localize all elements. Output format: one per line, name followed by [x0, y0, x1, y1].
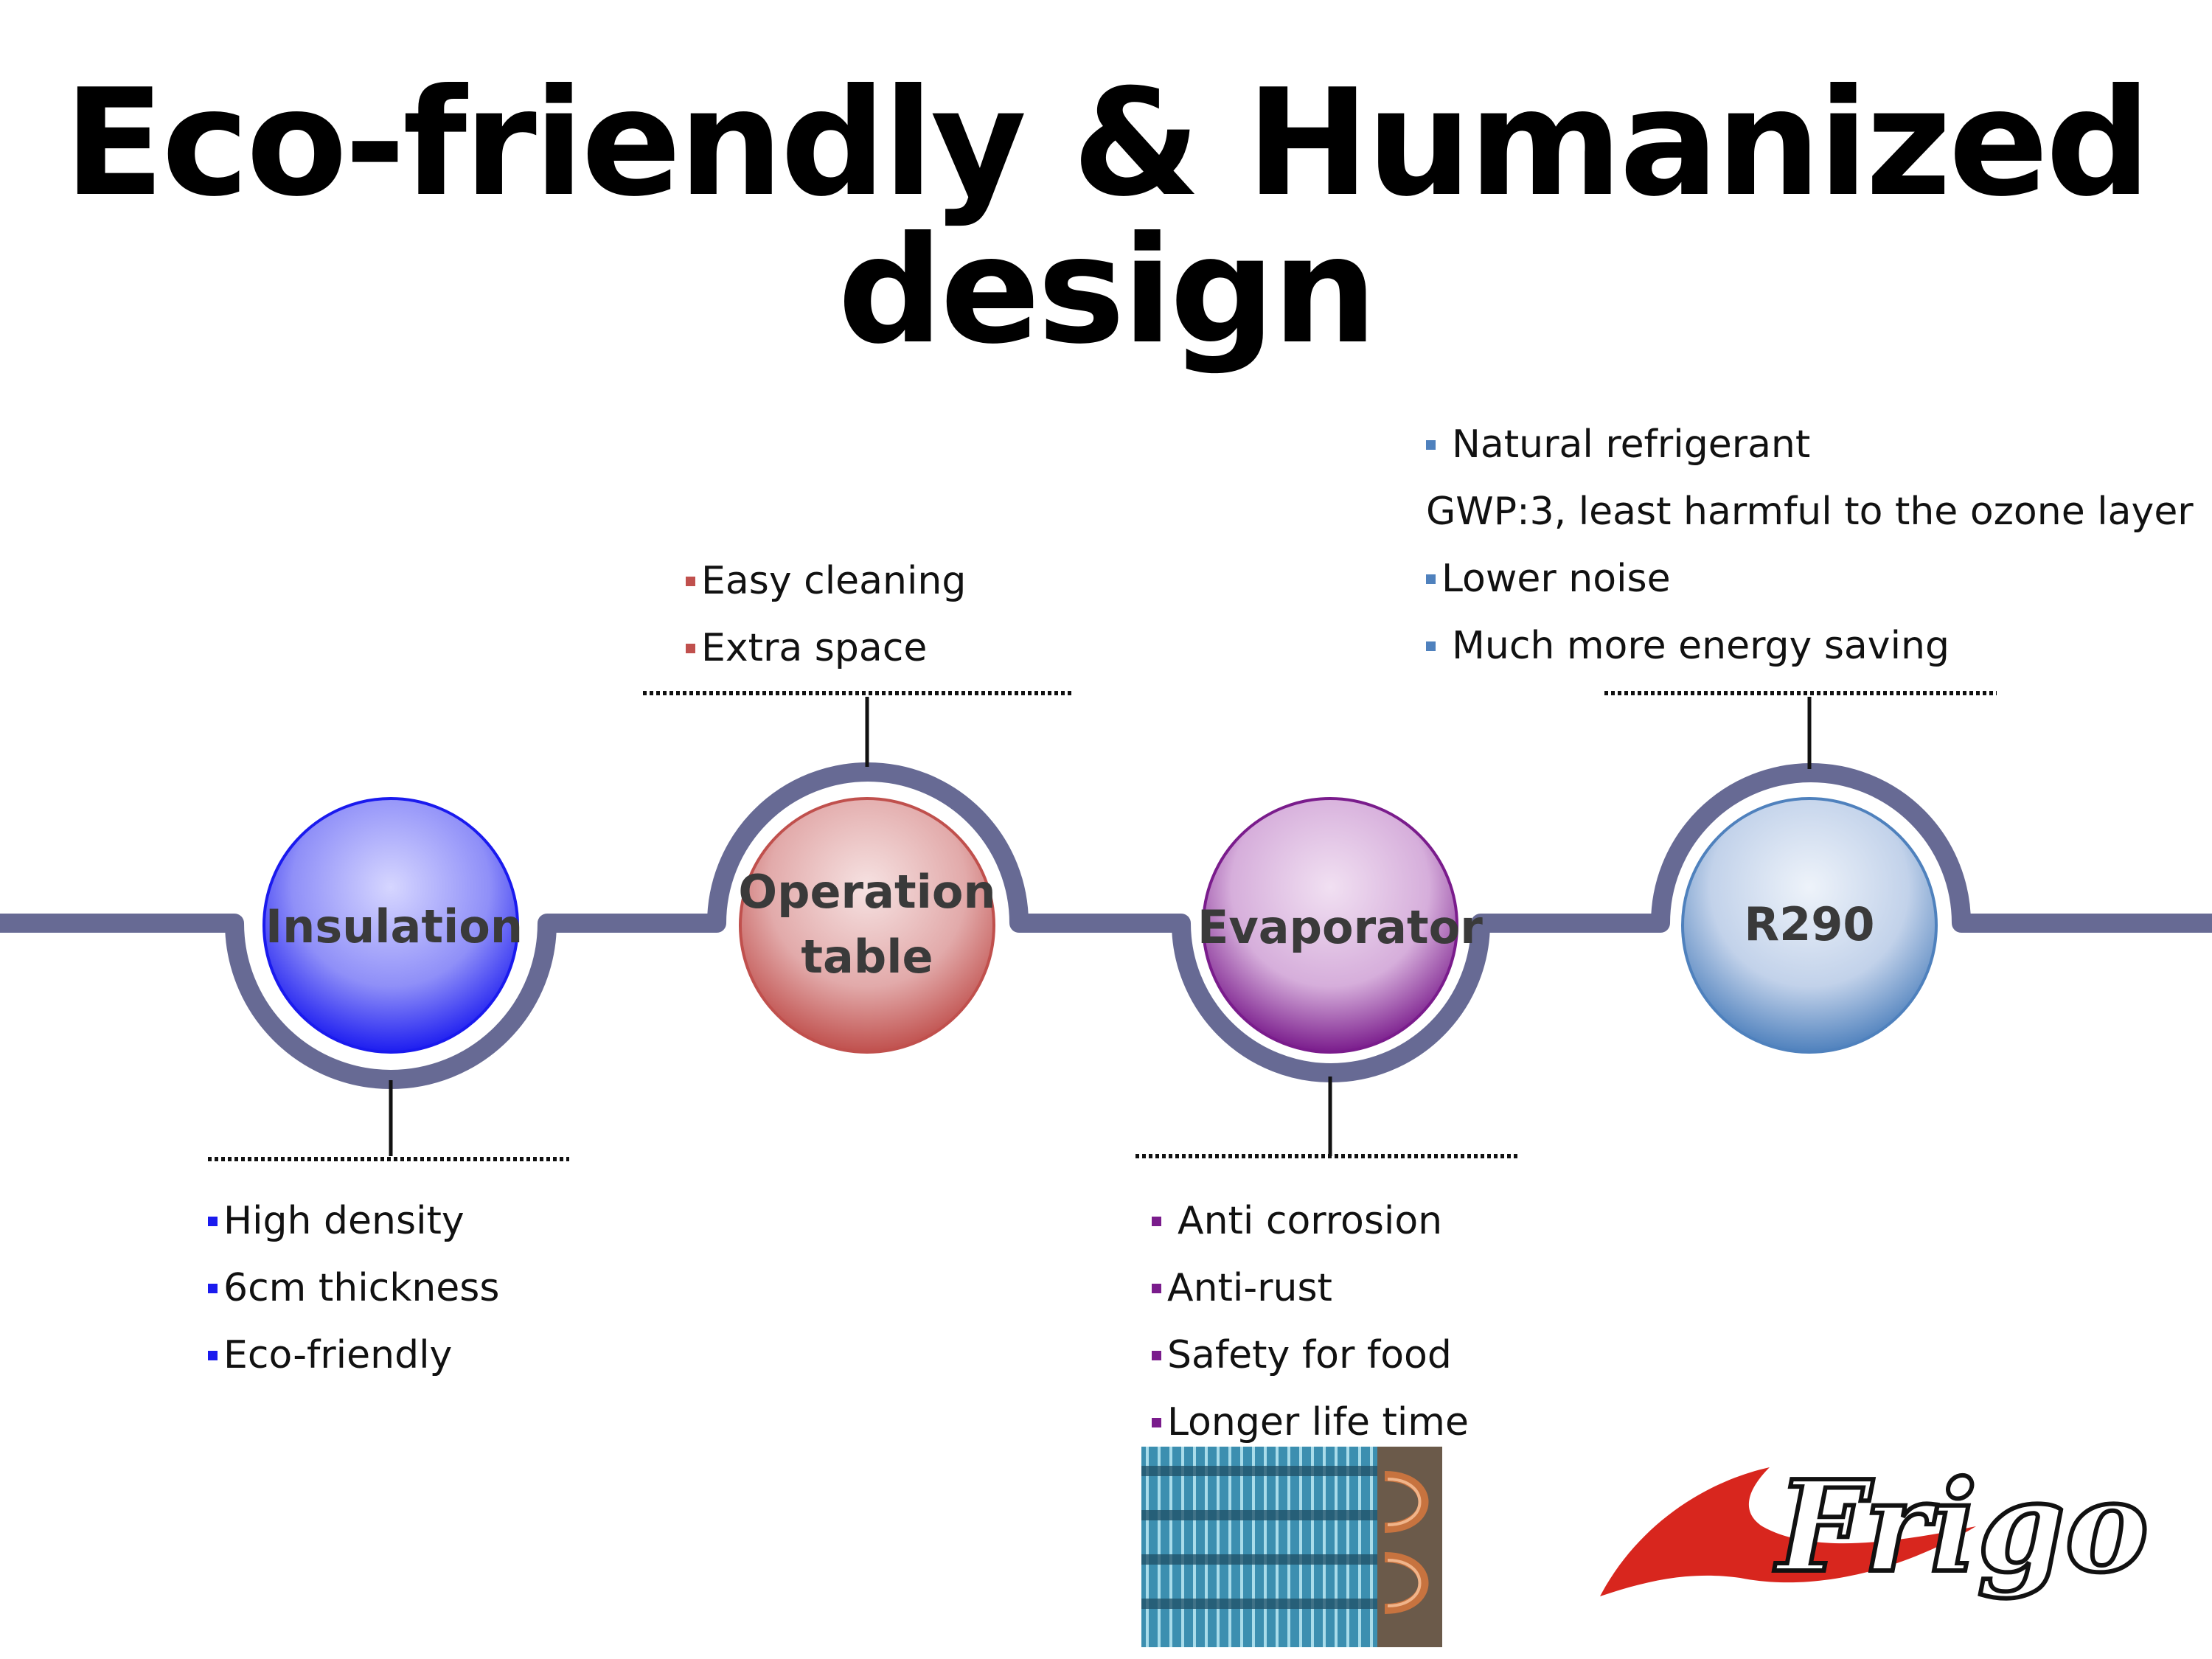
operation-feature-list: Easy cleaning Extra space: [686, 548, 966, 682]
square-bullet-icon: [1152, 1351, 1161, 1360]
logo-red-swoosh: [1600, 1467, 1976, 1596]
list-item: Eco-friendly: [208, 1322, 500, 1389]
logo-text: Frigo: [1774, 1453, 2149, 1601]
r290-circle: [1681, 797, 1938, 1054]
square-bullet-icon: [1152, 1284, 1161, 1293]
square-bullet-icon: [208, 1351, 218, 1360]
square-bullet-icon: [686, 644, 695, 653]
list-item: Much more energy saving: [1426, 613, 2194, 680]
square-bullet-icon: [1426, 574, 1436, 584]
evaporator-label: Evaporator: [1197, 900, 1483, 954]
insulation-label: Insulation: [265, 900, 523, 953]
list-item: Extra space: [686, 615, 966, 682]
list-item: GWP:3, least harmful to the ozone layer: [1426, 490, 2194, 534]
list-item: Easy cleaning: [686, 548, 966, 615]
evaporator-circle: [1202, 797, 1458, 1054]
evaporator-feature-list: Anti corrosion Anti-rust Safety for food…: [1152, 1188, 1469, 1456]
evaporator-coil-image: [1141, 1447, 1442, 1647]
square-bullet-icon: [208, 1217, 218, 1226]
square-bullet-icon: [1426, 440, 1436, 450]
r290-label: R290: [1744, 897, 1875, 951]
operation-label-line-2: table: [801, 930, 933, 984]
r290-feature-list: Natural refrigerant GWP:3, least harmful…: [1426, 411, 2194, 680]
list-item: Longer life time: [1152, 1389, 1469, 1456]
evaporator-photo: [1141, 1447, 1442, 1647]
list-item: 6cm thickness: [208, 1255, 500, 1322]
square-bullet-icon: [1152, 1217, 1161, 1226]
list-item: Anti-rust: [1152, 1255, 1469, 1322]
list-item: Safety for food: [1152, 1322, 1469, 1389]
operation-table-label: Operation table: [734, 860, 1000, 990]
list-item: Natural refrigerant: [1426, 411, 2194, 479]
timeline-track: [0, 762, 2212, 1089]
insulation-feature-list: High density 6cm thickness Eco-friendly: [208, 1188, 500, 1389]
list-item: Lower noise: [1426, 546, 2194, 613]
square-bullet-icon: [208, 1284, 218, 1293]
square-bullet-icon: [1152, 1418, 1161, 1427]
frigo-logo: Frigo: [1593, 1445, 2212, 1644]
insulation-circle: [262, 797, 519, 1054]
frigo-logo-mark: Frigo: [1600, 1451, 2151, 1603]
operation-circle: [739, 797, 995, 1054]
list-item: High density: [208, 1188, 500, 1255]
page-title: Eco-friendly & Humanized design: [63, 58, 2152, 377]
square-bullet-icon: [1426, 641, 1436, 651]
square-bullet-icon: [686, 577, 695, 586]
list-item: Anti corrosion: [1152, 1188, 1469, 1255]
operation-label-line-1: Operation: [738, 865, 996, 919]
